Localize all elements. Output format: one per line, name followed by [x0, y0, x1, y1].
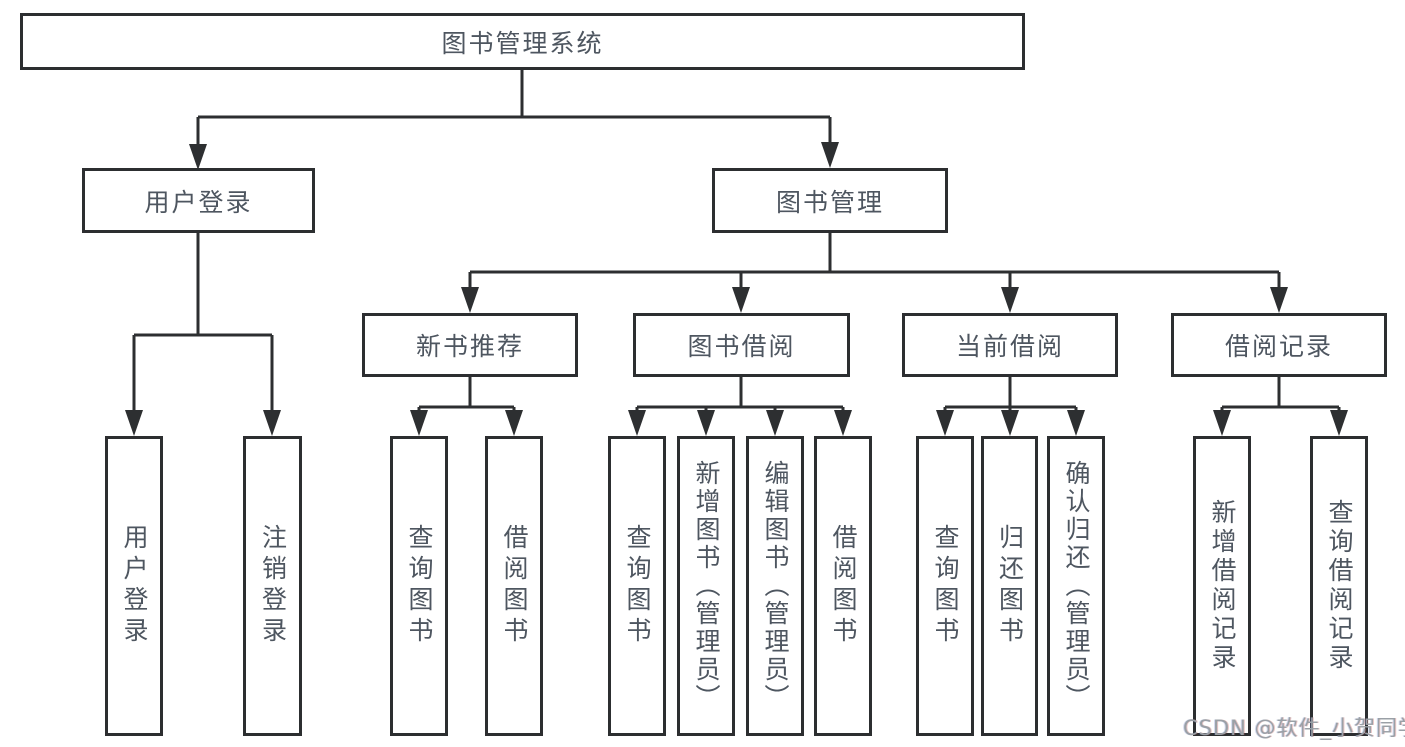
leaf-query-books-borrowing: 查询图书 — [608, 436, 666, 736]
leaf-query-books-current: 查询图书 — [916, 436, 974, 736]
leaf-logout-login: 注销登录 — [243, 436, 302, 736]
leaf-query-borrow-record: 查询借阅记录 — [1310, 436, 1368, 736]
arrow-down-icon — [821, 142, 839, 168]
leaf-label: 编辑图书（管理员） — [761, 460, 790, 712]
leaf-label: 注销登录 — [258, 524, 288, 648]
node-label: 借阅记录 — [1224, 332, 1333, 361]
node-book-management: 图书管理 — [712, 168, 948, 233]
leaf-add-borrow-record: 新增借阅记录 — [1193, 436, 1251, 736]
connector-new-book-recommend-to-leaves — [410, 377, 523, 436]
leaf-label: 查询图书 — [405, 524, 434, 648]
leaf-label: 新增借阅记录 — [1208, 499, 1237, 673]
leaf-label: 借阅图书 — [500, 524, 529, 648]
leaf-label: 查询借阅记录 — [1325, 499, 1354, 673]
leaf-label: 查询图书 — [931, 524, 960, 648]
leaf-confirm-return-admin: 确认归还（管理员） — [1047, 436, 1105, 736]
node-label: 新书推荐 — [415, 332, 524, 361]
leaf-query-books-recommend: 查询图书 — [390, 436, 448, 736]
arrow-down-icon — [936, 410, 954, 436]
connector-user-login-to-leaves — [125, 233, 281, 436]
arrow-down-icon — [766, 410, 784, 436]
node-label: 当前借阅 — [955, 332, 1064, 361]
leaf-add-book-admin: 新增图书（管理员） — [677, 436, 735, 736]
node-book-borrowing: 图书借阅 — [633, 313, 850, 377]
node-new-book-recommend: 新书推荐 — [362, 313, 578, 377]
arrow-down-icon — [1213, 410, 1231, 436]
leaf-label: 确认归还（管理员） — [1062, 460, 1091, 712]
arrow-down-icon — [505, 410, 523, 436]
connector-book-management-to-level3 — [461, 233, 1288, 313]
node-label: 图书管理 — [775, 187, 884, 217]
leaf-label: 查询图书 — [623, 524, 652, 648]
node-label: 图书借阅 — [687, 332, 796, 361]
arrow-down-icon — [1001, 287, 1019, 313]
arrow-down-icon — [461, 287, 479, 313]
leaf-borrow-books-recommend: 借阅图书 — [485, 436, 543, 736]
leaf-edit-book-admin: 编辑图书（管理员） — [746, 436, 804, 736]
leaf-label: 借阅图书 — [829, 524, 858, 648]
arrow-down-icon — [1067, 410, 1085, 436]
connector-current-borrowing-to-leaves — [936, 377, 1085, 436]
leaf-label: 用户登录 — [120, 524, 149, 648]
arrow-down-icon — [628, 410, 646, 436]
node-label: 图书管理系统 — [441, 28, 604, 58]
arrow-down-icon — [263, 410, 281, 436]
arrow-down-icon — [125, 410, 143, 436]
arrow-down-icon — [1001, 410, 1019, 436]
arrow-down-icon — [732, 287, 750, 313]
arrow-down-icon — [189, 144, 207, 170]
connector-borrow-records-to-leaves — [1213, 377, 1348, 436]
leaf-label: 新增图书（管理员） — [692, 460, 721, 712]
arrow-down-icon — [1330, 410, 1348, 436]
leaf-return-books: 归还图书 — [981, 436, 1038, 736]
leaf-label: 归还图书 — [995, 524, 1025, 648]
node-borrow-records: 借阅记录 — [1171, 313, 1387, 377]
csdn-watermark: CSDN @软件_小贺同学 — [1183, 716, 1405, 740]
connector-root-to-level2 — [189, 70, 839, 170]
node-library-management-system: 图书管理系统 — [20, 13, 1025, 70]
node-user-login: 用户登录 — [82, 168, 315, 233]
arrow-down-icon — [834, 410, 852, 436]
arrow-down-icon — [410, 410, 428, 436]
connector-book-borrowing-to-leaves — [628, 377, 852, 436]
arrow-down-icon — [1270, 287, 1288, 313]
node-current-borrowing: 当前借阅 — [902, 313, 1118, 377]
arrow-down-icon — [697, 410, 715, 436]
node-label: 用户登录 — [144, 187, 253, 217]
leaf-user-login: 用户登录 — [105, 436, 163, 736]
leaf-borrow-books: 借阅图书 — [814, 436, 872, 736]
